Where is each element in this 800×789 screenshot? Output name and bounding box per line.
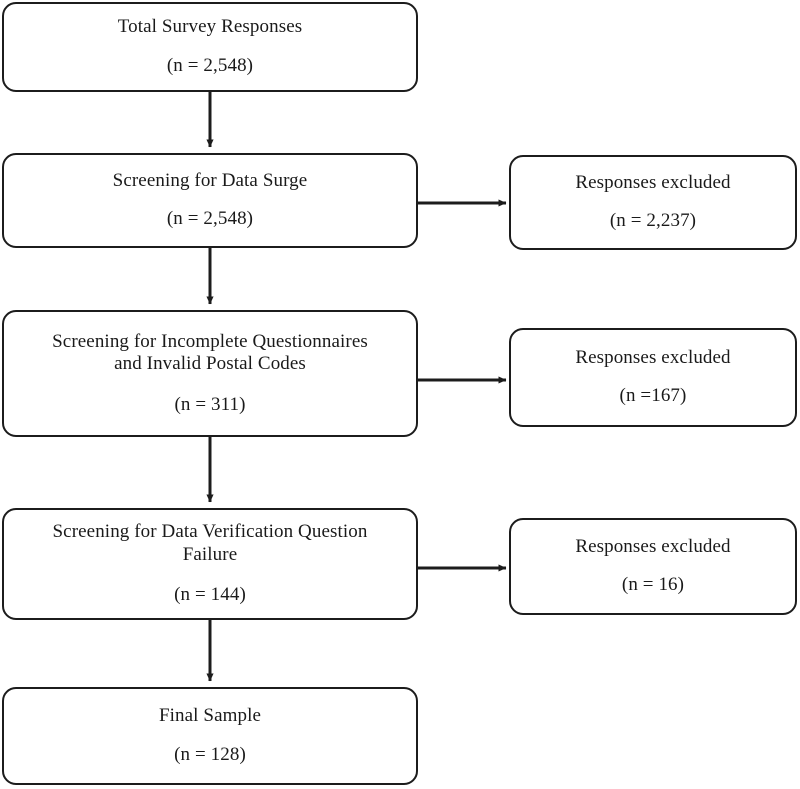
node-excluded-verification: Responses excluded (n = 16) [509,518,797,615]
node-title: Screening for Data Surge [112,169,308,191]
node-title: Responses excluded [575,346,731,368]
node-count: (n = 2,548) [166,54,254,76]
node-count: (n = 2,548) [166,208,254,230]
node-title: Responses excluded [575,535,731,557]
node-title: Total Survey Responses [117,16,303,38]
node-count: (n = 128) [174,743,246,765]
node-count: (n = 16) [621,574,685,596]
node-final-sample: Final Sample (n = 128) [2,687,418,785]
node-count: (n =167) [619,385,687,407]
node-title: Screening for Data Verification Question… [52,521,368,565]
node-screening-incomplete-questionnaires: Screening for Incomplete Questionnaires … [2,310,418,437]
node-count: (n = 144) [174,584,246,605]
node-screening-data-verification: Screening for Data Verification Question… [2,508,418,620]
node-excluded-incomplete: Responses excluded (n =167) [509,328,797,427]
node-title: Screening for Incomplete Questionnaires … [52,330,368,375]
node-title: Final Sample [159,705,261,727]
node-title: Responses excluded [575,171,731,193]
node-excluded-data-surge: Responses excluded (n = 2,237) [509,155,797,250]
node-count: (n = 2,237) [609,210,697,232]
node-count: (n = 311) [174,393,246,415]
node-screening-data-surge: Screening for Data Surge (n = 2,548) [2,153,418,248]
node-total-survey-responses: Total Survey Responses (n = 2,548) [2,2,418,92]
